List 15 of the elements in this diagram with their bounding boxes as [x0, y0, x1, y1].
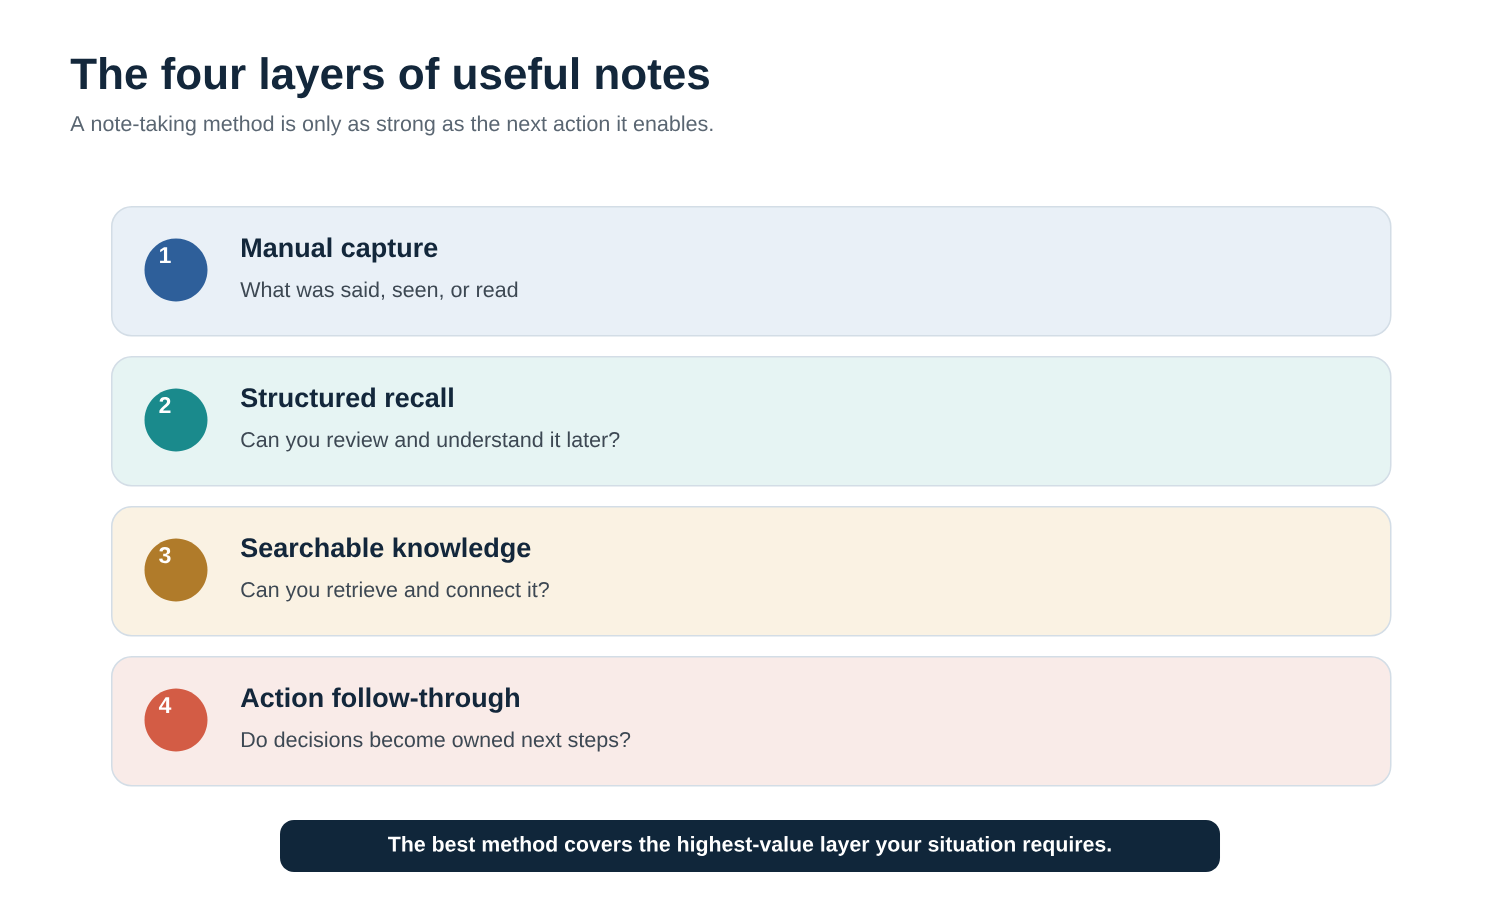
number-badge: 1	[144, 238, 208, 302]
subtitle: A note-taking method is only as strong as the next action it enables.	[70, 115, 713, 136]
card-description: What was said, seen, or read	[240, 281, 518, 300]
number-badge: 4	[144, 688, 208, 752]
number-badge: 2	[144, 388, 208, 452]
number-badge: 3	[144, 538, 208, 602]
card-description: Do decisions become owned next steps?	[241, 731, 631, 752]
card-description: Can you retrieve and connect it?	[241, 581, 549, 602]
title: The four layers of useful notes	[70, 57, 709, 99]
card-heading: Action follow-through	[240, 687, 519, 713]
summary-banner: The best method covers the highest-value layer your situation requires.	[280, 820, 1220, 872]
card-heading: Manual capture	[242, 237, 438, 263]
card-description: Can you review and understand it later?	[241, 431, 620, 452]
card-heading: Structured recall	[241, 387, 453, 408]
card-heading: Searchable knowledge	[241, 537, 531, 563]
